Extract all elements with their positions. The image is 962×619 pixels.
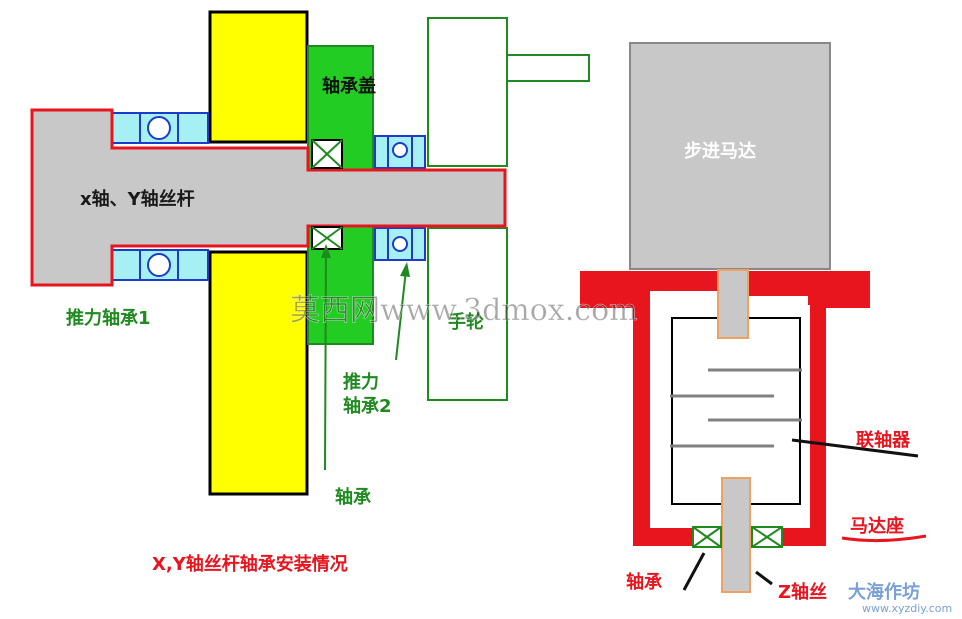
watermark-corner-main: 大海作坊 [848, 581, 920, 603]
watermark-center: 莫西网www.3dmox.com [290, 293, 638, 328]
label-handwheel: 手轮 [448, 311, 484, 333]
label-bearing-left: 轴承 [335, 486, 372, 508]
housing-block-bottom [208, 250, 309, 496]
label-thrust-bearing-1: 推力轴承1 [66, 307, 151, 329]
leader-line-z-screw [755, 570, 773, 586]
z-screw [721, 477, 751, 593]
leader-arrow-bearing [321, 244, 331, 258]
leader-line-bearing-right [682, 552, 706, 591]
motor-shaft [717, 269, 749, 339]
label-coupling: 联轴器 [856, 429, 911, 451]
bearing-x-box-top [311, 139, 343, 169]
z-bearing-left [692, 526, 722, 548]
stepper-motor [629, 42, 831, 270]
label-stepper-motor: 步进马达 [684, 140, 756, 162]
handwheel-bottom [427, 227, 508, 401]
thrust-bearing-1-bottom [111, 249, 209, 281]
lead-screw-xy [30, 108, 507, 287]
leader-arrow-thrust-2 [400, 262, 410, 277]
label-caption: X,Y轴丝杆轴承安装情况 [152, 553, 348, 575]
label-motor-mount: 马达座 [850, 515, 904, 537]
thrust-bearing-1-top [111, 112, 209, 144]
housing-block-top [208, 10, 309, 144]
thrust-bearing-2-top [374, 135, 426, 169]
leader-line-thrust-2 [395, 269, 407, 361]
handwheel-handle [506, 54, 590, 82]
coupling [671, 317, 801, 505]
underline-motor-mount [841, 534, 927, 543]
label-thrust-bearing-2-line2: 轴承2 [343, 395, 392, 417]
leader-line-coupling [791, 438, 919, 458]
z-bearing-right [751, 526, 783, 548]
watermark-corner-url: www.xyzdiy.com [862, 602, 952, 615]
label-z-screw: Z轴丝 [778, 581, 827, 603]
coupling-lines [670, 368, 802, 448]
handwheel-top [427, 17, 508, 167]
thrust-bearing-2-bottom [374, 227, 426, 261]
bearing-x-box-bottom [311, 226, 343, 250]
label-screw-xy: x轴、Y轴丝杆 [80, 188, 195, 210]
label-bearing-cover: 轴承盖 [322, 75, 376, 97]
label-thrust-bearing-2-line1: 推力 [343, 371, 379, 393]
label-bearing-right: 轴承 [626, 571, 663, 593]
motor-mount [580, 271, 870, 546]
leader-line-bearing [324, 249, 327, 471]
